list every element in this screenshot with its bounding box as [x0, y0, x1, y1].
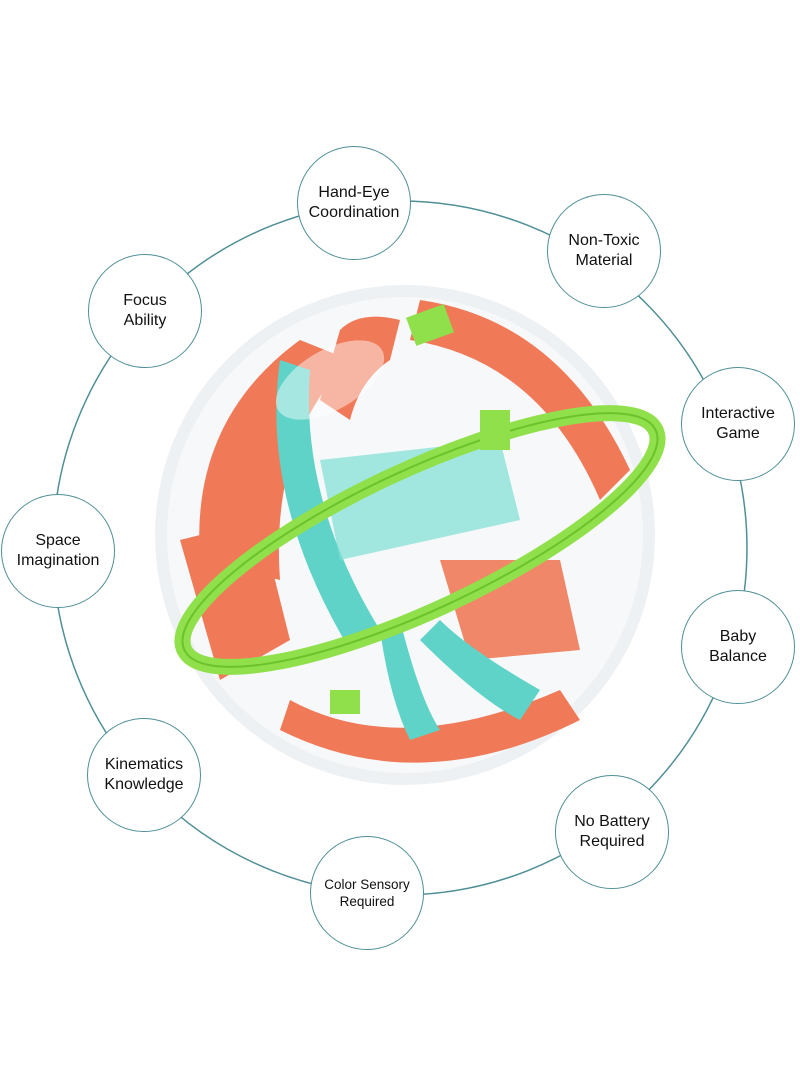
- feature-label: Coordination: [308, 204, 400, 221]
- feature-label: Interactive: [701, 405, 775, 422]
- feature-label: Knowledge: [104, 776, 184, 793]
- feature-label: Hand-Eye: [318, 184, 390, 201]
- feature-label: Non-Toxic: [568, 232, 640, 249]
- feature-label: Ability: [123, 312, 167, 329]
- feature-label: Required: [339, 894, 395, 909]
- feature-label: Baby: [719, 628, 757, 645]
- feature-label: Focus: [123, 292, 167, 309]
- feature-label: Kinematics: [104, 756, 184, 773]
- feature-label: Balance: [709, 648, 767, 665]
- feature-label: Game: [716, 425, 760, 442]
- feature-label: Required: [579, 833, 645, 850]
- feature-label: Color Sensory: [324, 877, 410, 892]
- feature-label: Material: [575, 252, 633, 269]
- maze-ball-image: [155, 285, 666, 785]
- feature-label: Imagination: [16, 552, 100, 569]
- feature-label: Space: [35, 532, 81, 549]
- feature-label: No Battery: [574, 813, 650, 830]
